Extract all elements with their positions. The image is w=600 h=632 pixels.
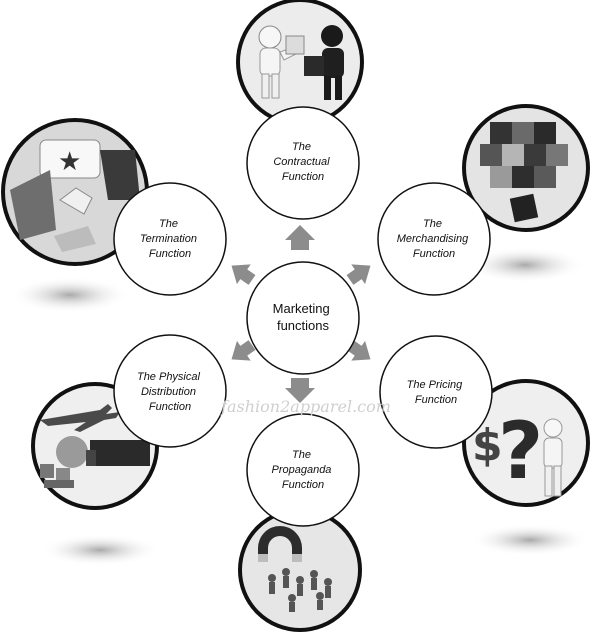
node-label-termination: The Termination Function: [140, 218, 200, 260]
arrow-up-right-icon: [346, 264, 371, 285]
node-termination: [113, 182, 227, 296]
node-label-pricing: The Pricing Function: [407, 379, 466, 406]
puzzle-people-icon: [236, 0, 364, 126]
shadow: [40, 534, 160, 566]
center-label: Marketing functions: [273, 301, 334, 333]
arrow-up-left-icon: [231, 264, 256, 285]
shadow: [10, 277, 130, 313]
shadow: [470, 524, 590, 556]
node-pricing: [379, 335, 493, 449]
node-propaganda: [246, 413, 360, 527]
node-merchandising: [377, 182, 491, 296]
arrow-down-icon: [285, 378, 315, 403]
watermark-text: fashion2apparel.com: [220, 397, 391, 416]
node-label-distribution: The Physical Distribution Function: [137, 371, 203, 413]
puzzle-pieces-icon: [462, 104, 590, 232]
node-label-contractual: The Contractual Function: [273, 141, 332, 183]
arrow-up-icon: [285, 225, 315, 250]
handshake-icon: ★: [1, 118, 149, 266]
shadow: [465, 247, 585, 283]
node-distribution: [113, 334, 227, 448]
node-center: [246, 261, 360, 375]
node-label-merchandising: The Merchandising Function: [397, 218, 472, 260]
node-label-propaganda: The Propaganda Function: [271, 449, 334, 491]
svg-text:★: ★: [58, 147, 81, 177]
svg-text:?: ?: [498, 407, 543, 497]
arrow-down-left-icon: [231, 340, 256, 361]
arrows: [231, 225, 371, 403]
node-contractual: [246, 106, 360, 220]
magnet-icon: [238, 508, 362, 632]
